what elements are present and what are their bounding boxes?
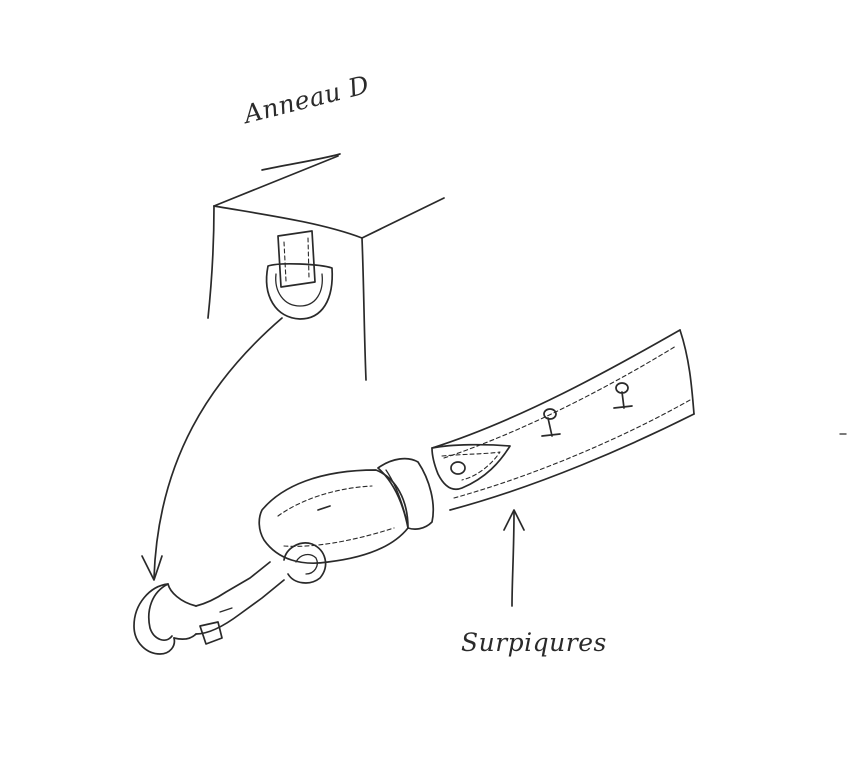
strap-tip xyxy=(431,443,511,491)
strap-keeper xyxy=(377,457,435,530)
stitching-pointer xyxy=(503,509,525,607)
strap-rivet xyxy=(450,461,466,475)
leather-strap xyxy=(431,329,695,511)
strap-stud-2 xyxy=(613,382,633,409)
d-ring-on-bag xyxy=(265,230,334,320)
strap-fold xyxy=(258,469,409,564)
stitching-label: Surpiqures xyxy=(461,628,607,657)
connection-arrow xyxy=(141,317,283,581)
snap-hook xyxy=(133,561,285,655)
label-underline xyxy=(261,153,341,171)
bag-corner xyxy=(207,155,445,381)
snap-hook-ring xyxy=(283,542,327,584)
strap-stud-1 xyxy=(541,408,561,437)
